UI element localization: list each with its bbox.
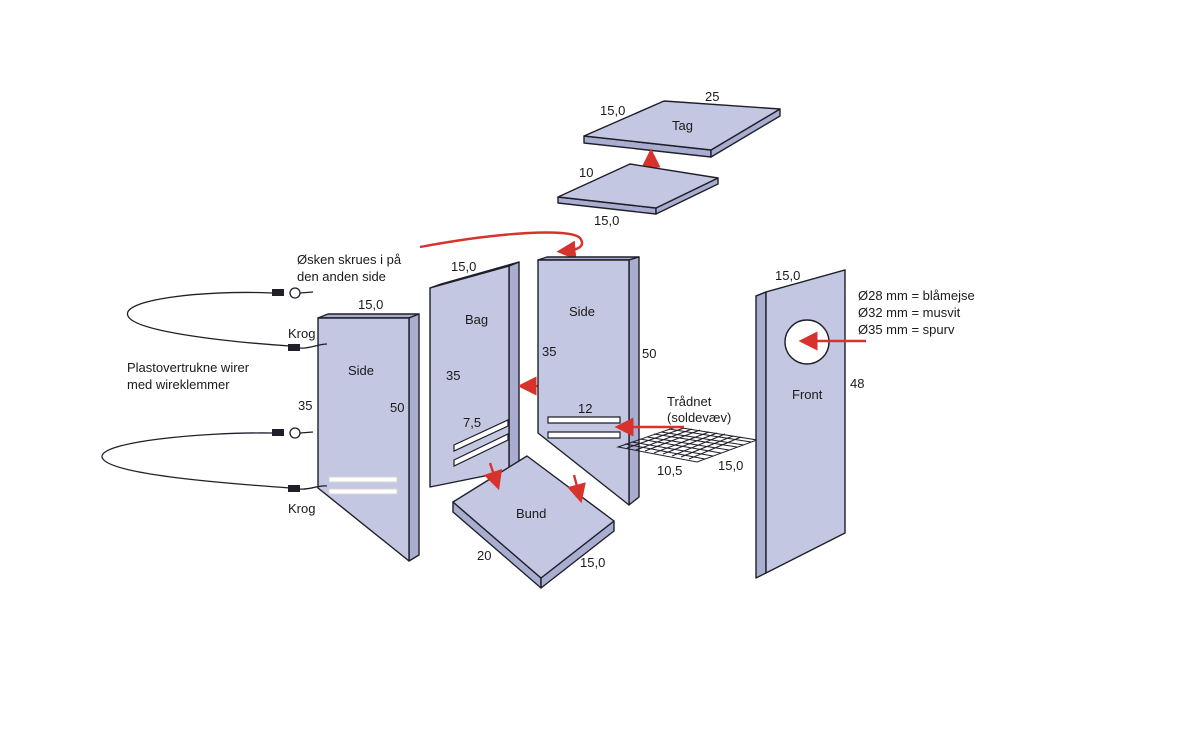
bottom-label: Bund <box>516 506 546 521</box>
hole-size-1: Ø28 mm = blåmejse <box>858 288 975 303</box>
side-left-dim-top: 15,0 <box>358 297 383 312</box>
back-panel: Bag 15,0 35 7,5 <box>429 259 520 488</box>
mesh-label-1: Trådnet <box>667 394 712 409</box>
bottom-arrow-right <box>567 474 586 504</box>
side-left-label: Side <box>348 363 374 378</box>
hole-size-2: Ø32 mm = musvit <box>858 305 961 320</box>
roof-base-panel: 10 15,0 <box>557 163 719 228</box>
eyelet-arrow <box>419 231 584 260</box>
roof-dim-depth: 15,0 <box>600 103 625 118</box>
eyelet-note-1: Øsken skrues i på <box>297 252 402 267</box>
front-label: Front <box>792 387 823 402</box>
hook-label-top: Krog <box>288 326 315 341</box>
front-dim-top: 15,0 <box>775 268 800 283</box>
wires-label-1: Plastovertrukne wirer <box>127 360 250 375</box>
back-dim-height: 35 <box>446 368 460 383</box>
front-dim-height: 48 <box>850 376 864 391</box>
bottom-dim-a: 20 <box>477 548 491 563</box>
hook-label-bottom: Krog <box>288 501 315 516</box>
back-slot-label: 7,5 <box>463 415 481 430</box>
side-left-dim-short: 35 <box>298 398 312 413</box>
roof-label: Tag <box>672 118 693 133</box>
bottom-arrow-left <box>483 462 503 491</box>
side-left-panel: Side 15,0 35 50 <box>298 297 420 562</box>
mesh-dim-a: 10,5 <box>657 463 682 478</box>
bottom-dim-b: 15,0 <box>580 555 605 570</box>
side-left-dim-tall: 50 <box>390 400 404 415</box>
wires-label-2: med wireklemmer <box>127 377 230 392</box>
wire-bottom <box>101 427 328 492</box>
side-right-dim-tall: 50 <box>642 346 656 361</box>
side-right-label: Side <box>569 304 595 319</box>
roof-base-dim-a: 10 <box>579 165 593 180</box>
side-right-dim-short: 35 <box>542 344 556 359</box>
side-right-panel: Side 35 50 12 <box>537 256 656 506</box>
hole-size-3: Ø35 mm = spurv <box>858 322 955 337</box>
roof-base-dim-b: 15,0 <box>594 213 619 228</box>
front-panel: Front 15,0 48 <box>755 268 864 579</box>
mesh-dim-b: 15,0 <box>718 458 743 473</box>
roof-panel: Tag 15,0 25 <box>583 89 781 158</box>
wire-mesh: 10,5 15,0 <box>616 426 759 478</box>
roof-dim-width: 25 <box>705 89 719 104</box>
side-right-slot-label: 12 <box>578 401 592 416</box>
eyelet-note-2: den anden side <box>297 269 386 284</box>
mesh-label-2: (soldevæv) <box>667 410 731 425</box>
back-dim-top: 15,0 <box>451 259 476 274</box>
wire-top <box>126 287 328 351</box>
back-label: Bag <box>465 312 488 327</box>
